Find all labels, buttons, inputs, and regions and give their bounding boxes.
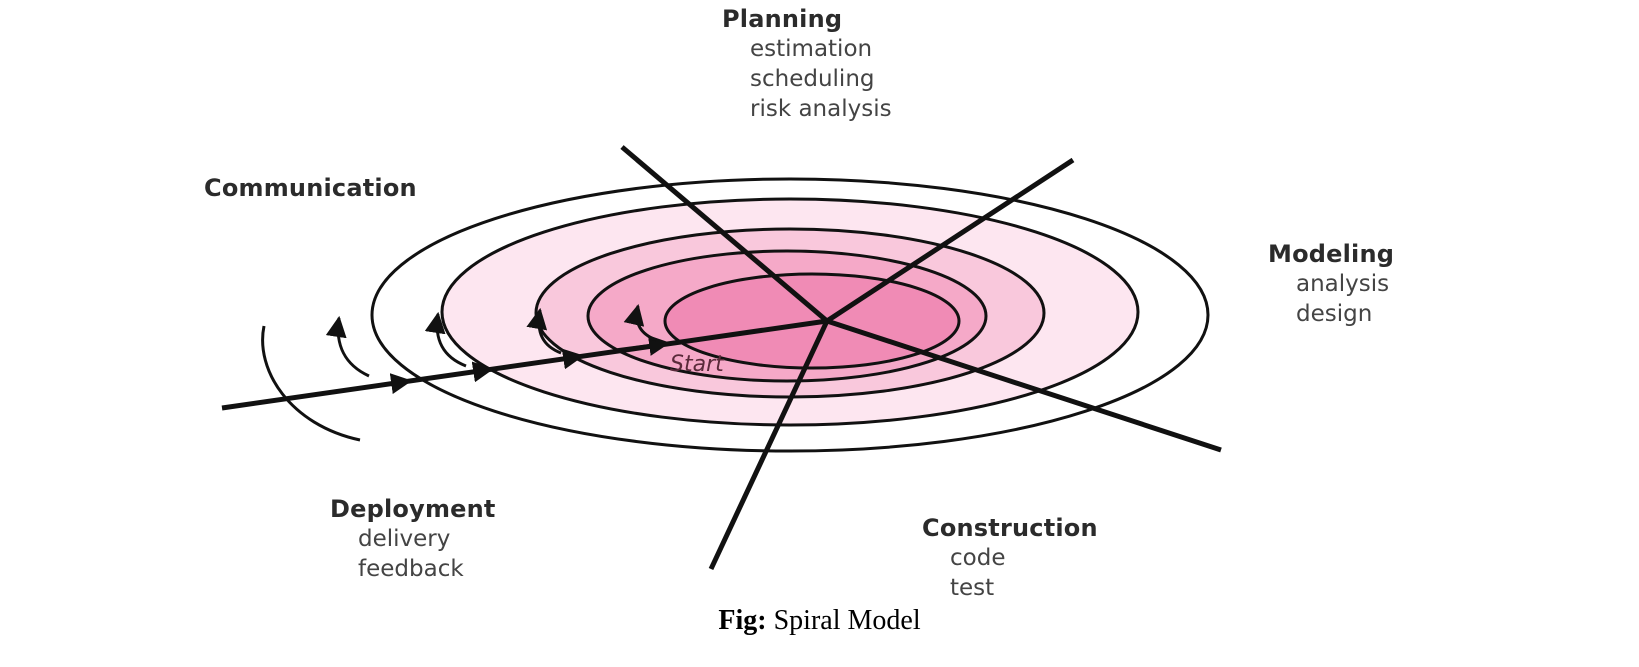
loop-arrow-2 (424, 311, 467, 368)
loop-arrow-4 (623, 303, 657, 342)
figure-caption: Fig: Spiral Model (0, 605, 1639, 637)
construction-phase: Construction code test (922, 516, 1098, 600)
start-label: Start (670, 352, 725, 377)
modeling-activity-analysis: analysis (1296, 271, 1390, 297)
caption-prefix: Fig: (718, 605, 767, 636)
axis-arrow-3 (529, 348, 585, 370)
planning-activity-risk-analysis: risk analysis (750, 96, 892, 122)
communication-phase: Communication (204, 176, 417, 200)
construction-title: Construction (922, 514, 1098, 542)
planning-phase: Planning estimation scheduling risk anal… (722, 7, 892, 121)
deployment-activity-delivery: delivery (358, 526, 451, 552)
caption-text: Spiral Model (773, 605, 921, 636)
deployment-phase: Deployment delivery feedback (330, 497, 496, 581)
spoke-modeling (825, 157, 1075, 324)
loop-arrow-1 (325, 315, 370, 378)
modeling-title: Modeling (1268, 240, 1395, 268)
deployment-activity-feedback: feedback (358, 556, 464, 582)
planning-title: Planning (722, 5, 843, 33)
spiral-entry-arc (261, 325, 361, 442)
spoke-planning (620, 145, 829, 323)
axis-arrow-4 (614, 335, 671, 356)
planning-activity-estimation: estimation (750, 36, 873, 62)
construction-activity-test: test (950, 575, 995, 601)
axis-arrow-1 (359, 373, 413, 395)
axis-arrow-2 (439, 361, 495, 383)
communication-title: Communication (204, 174, 417, 202)
spoke-construction (826, 318, 1222, 453)
modeling-phase: Modeling analysis design (1268, 242, 1394, 326)
spoke-deployment (708, 319, 830, 571)
construction-activity-code: code (950, 545, 1006, 571)
planning-activity-scheduling: scheduling (750, 66, 875, 92)
spoke-communication (221, 318, 828, 411)
modeling-activity-design: design (1296, 301, 1373, 327)
deployment-title: Deployment (330, 495, 496, 523)
loop-arrow-3 (526, 307, 562, 355)
